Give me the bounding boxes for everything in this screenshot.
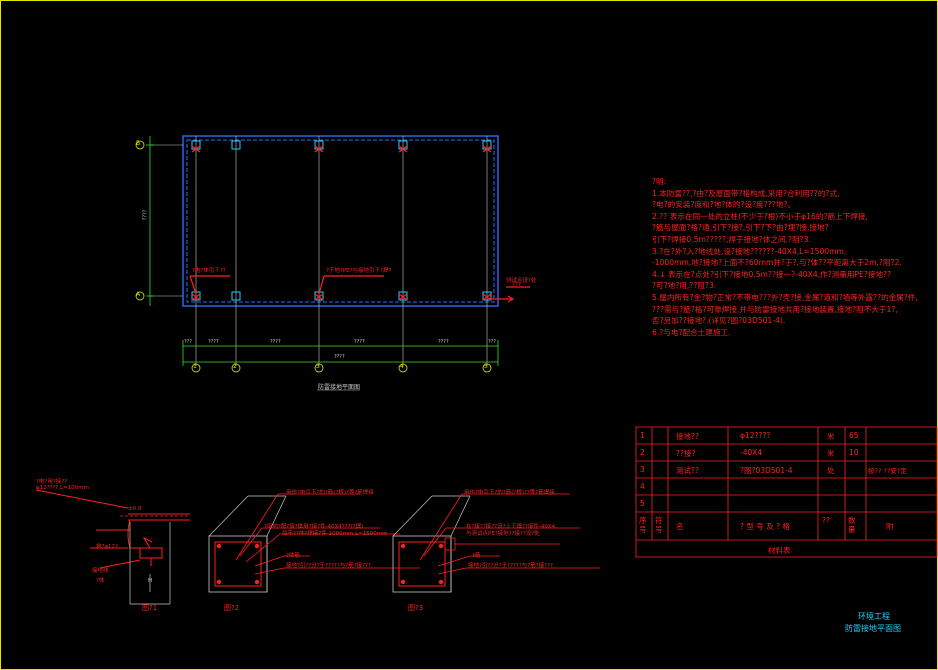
detail2-label: ?体筋: [286, 553, 300, 559]
table-row-unit: 米: [827, 449, 835, 458]
plan-callout: ?于地?PE?与接地引下?焊?: [326, 268, 392, 274]
note-line: ?筋与屋面?格?通,引下?接?,引下?下?由?埋?接,接地?: [652, 223, 829, 233]
dim-left: ????: [142, 209, 149, 221]
plan-caption: 防雷接地平面图: [318, 384, 361, 391]
detail1-label: 接地线: [92, 568, 109, 574]
table-header-unit: ??: [822, 516, 830, 525]
detail1-label: ?电?用?接??: [36, 479, 68, 485]
note-line: ?电?的安装?度和?地?体的?设?度???地?。: [652, 200, 796, 210]
table-row-spec: φ12????: [740, 431, 771, 440]
axis-label-5: 5: [484, 363, 488, 370]
table-row-no: 2: [640, 448, 645, 457]
table-header-spec: ? 型 号 及 ? 格: [740, 522, 790, 531]
detail1-label: H: [148, 578, 153, 584]
dim-end: ???: [488, 339, 496, 345]
dim-seg: ????: [270, 339, 281, 345]
detail-3: [392, 493, 600, 593]
table-header-mark: 符号: [655, 516, 663, 534]
dim-seg: ????: [438, 339, 449, 345]
note-line: 1.本防雷??,?由?及屋面带?格构成,采用?合利用??的?式,: [652, 188, 840, 198]
note-line: 5.屋内所有?金?物?正常?不带电???外?壳?接,金属?道和?墙等外露??的金…: [652, 292, 918, 302]
note-line: 2.?? 表示在同一处的立柱(不少于?根)不小于φ16的?筋上下焊接,: [652, 211, 868, 221]
dim-end: ???: [184, 339, 192, 345]
detail3-label: 与测试点PE?接地??接??设?处: [466, 531, 540, 537]
note-line: -1000mm,地?接地?上面不?60mm并?于?,与?体??平距离大于2m,?…: [652, 258, 902, 268]
table-row-name: 测试??: [676, 466, 699, 475]
table-row-no: 5: [640, 499, 645, 508]
detail2-label: 接地?引??分?于?????与?筋?接???.: [286, 563, 373, 569]
dim-seg: ????: [208, 339, 219, 345]
detail2-label: 如不??体?焊接?件-1000mm,L=1500mm: [282, 531, 388, 537]
plan-callout: ???: [512, 282, 521, 288]
title-block-sheet: 防雷接地平面图: [845, 624, 901, 633]
detail1-label: 地?φ12?: [96, 544, 118, 550]
table-row-unit: 处: [827, 466, 835, 475]
detail3-label: 接地?引??分?于?????与?筋?接???.: [468, 563, 555, 569]
detail3-label: ?筋: [472, 553, 481, 559]
detail-1: [35, 489, 190, 605]
detail1-label: φ12????,L=100mm: [36, 485, 89, 491]
plan-view: [135, 135, 530, 391]
axis-label-4: 4: [400, 363, 404, 370]
table-row-note: 按?? ??安?定: [868, 467, 907, 475]
axis-label-b: B: [136, 140, 141, 147]
table-row-name: ??接?: [676, 449, 696, 458]
note-line: 6.?与电?配合土建施工.: [652, 327, 731, 337]
dim-seg: ????: [354, 339, 365, 345]
axis-label-3: 3: [316, 363, 320, 370]
table-header-qty: 数量: [848, 516, 856, 534]
note-line: ?可?地?用,??阻?3.: [652, 281, 717, 291]
table-row-no: 4: [640, 482, 645, 491]
axis-label-1: 1: [193, 363, 197, 370]
table-header-no: 序号: [639, 516, 647, 534]
title-block-project: 环境工程: [858, 612, 890, 621]
axis-label-a: A: [136, 291, 141, 298]
plan-callout: ?电?体引下??: [192, 268, 226, 274]
detail1-caption: 图?1: [142, 604, 158, 612]
table-row-name: 接地??: [676, 432, 699, 441]
dim-total: ????: [334, 354, 345, 360]
table-row-no: 3: [640, 465, 645, 474]
table-title: 材料表: [768, 546, 791, 555]
detail-2: [208, 493, 420, 593]
table-row-spec: -40X4: [740, 448, 763, 457]
detail2-label: 用作?电引下?的?筋(?根)?等?筋焊接: [286, 490, 374, 496]
table-row-qty: 65: [849, 431, 859, 440]
table-row-qty: 10: [849, 448, 859, 457]
table-row-no: 1: [640, 431, 645, 440]
note-line: ???需与?筋?格?可靠焊接,并与防雷接地共用?接地装置,接地?阻不大于1?,: [652, 304, 898, 314]
detail1-label: ±0.0: [128, 506, 142, 512]
axis-label-2: 2: [233, 363, 237, 370]
table-row-spec: ?图?03D501-4: [740, 466, 793, 475]
table-header-note: 附: [886, 522, 894, 531]
detail3-label: 用作?电引下?的?筋(?根)??等?筋焊接: [464, 490, 555, 496]
table-row-unit: 米: [827, 432, 835, 441]
plan-callout: 测试点设?处: [506, 278, 537, 284]
table-header-name: 名: [676, 522, 684, 531]
material-table: [635, 426, 938, 558]
note-line: 引下?焊接0.5m?????,焊于接地?体之间,?阻?3.: [652, 234, 811, 244]
detail3-caption: 图?3: [408, 604, 424, 612]
notes-title: ?明:: [652, 177, 667, 186]
detail1-label: ?体: [96, 578, 105, 584]
detail2-label: ?接地?配?接?体用?接?件-40X4???(?焊): [264, 524, 364, 530]
note-line: 3.?在?外?入?地线处,设?接地??????-40X4,L=1500mm,: [652, 246, 847, 256]
note-line: 4.↓ 表示在?点处?引下?接地0.5m??接一?-40X4,作?测量用PE?接…: [652, 269, 892, 279]
detail3-label: 在?接??接??设?上下焊??接件-40X4,: [466, 524, 557, 530]
note-line: 否?另加??接地?.(详见?图?03D501-4).: [652, 316, 786, 326]
general-notes: ?明: 1.本防雷??,?由?及屋面带?格构成,采用?合利用??的?式, ?电?…: [652, 176, 932, 338]
detail2-caption: 图?2: [224, 604, 240, 612]
